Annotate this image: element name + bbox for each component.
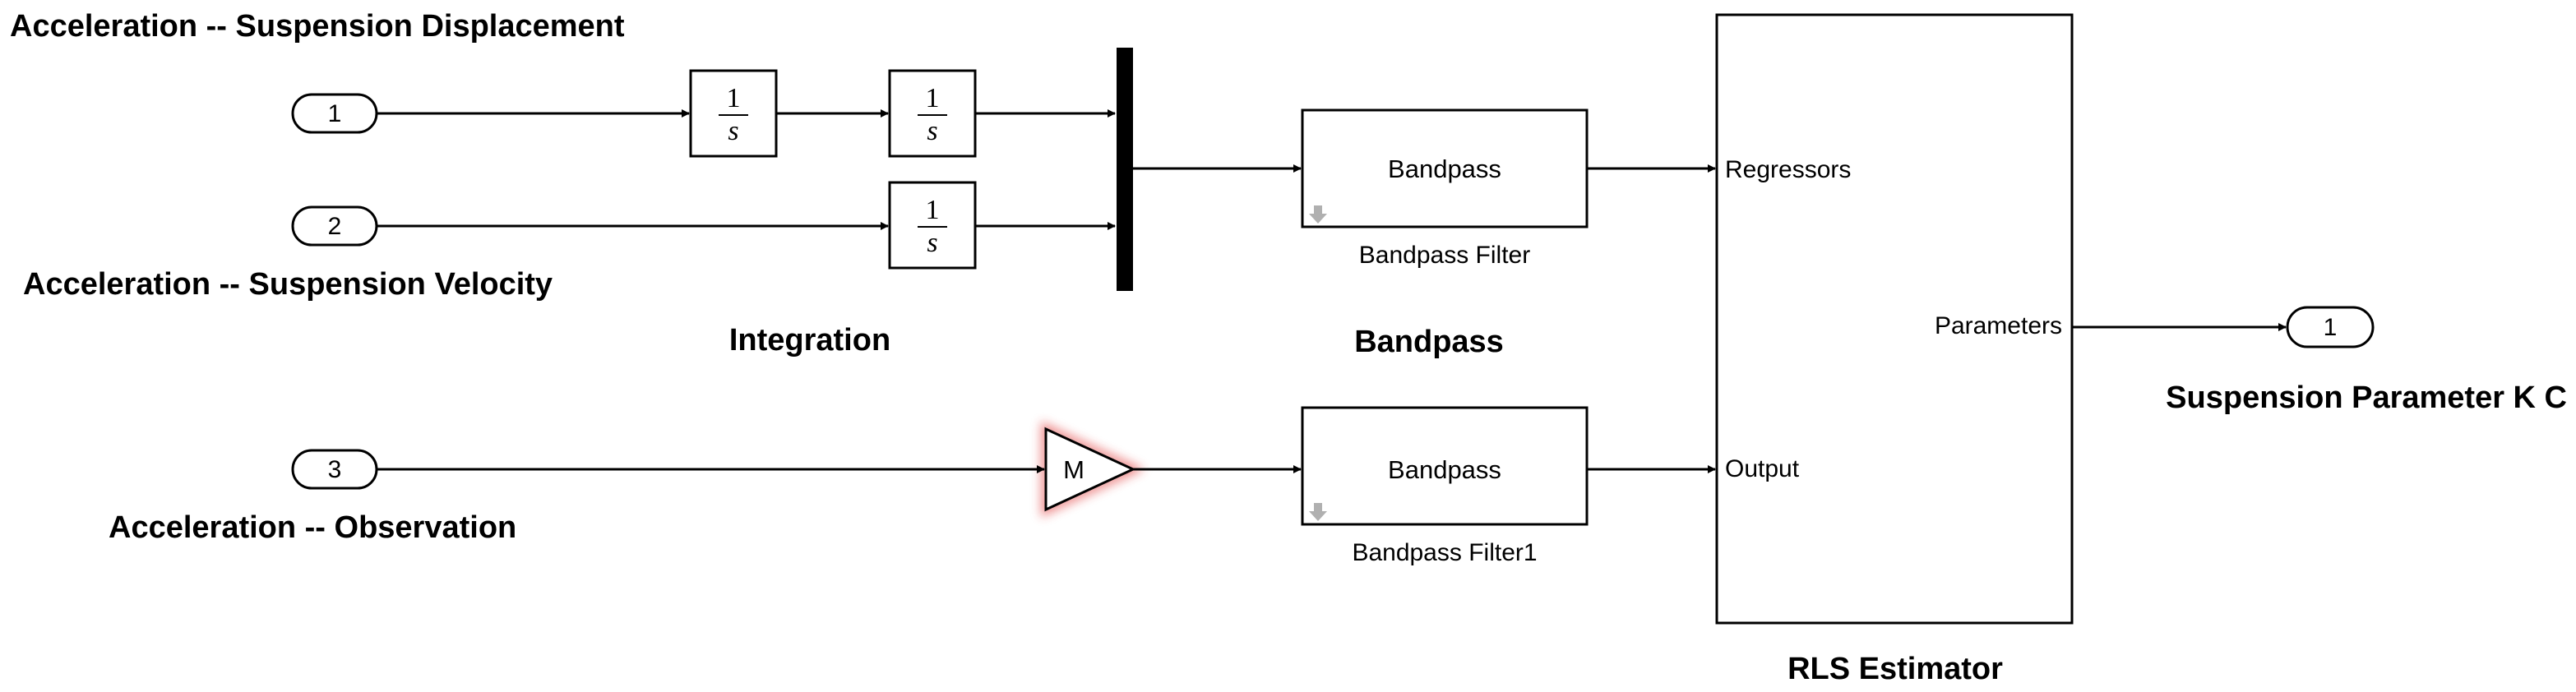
gain-block-m[interactable]: M <box>1041 421 1145 518</box>
bandpass-filter-bottom-text: Bandpass <box>1388 455 1501 484</box>
input3-label: Acceleration -- Observation <box>109 510 516 545</box>
bandpass-filter-bottom[interactable]: Bandpass <box>1301 406 1589 526</box>
input2-label: Acceleration -- Suspension Velocity <box>23 267 553 302</box>
integrator-1-denominator: s <box>728 116 738 146</box>
rls-estimator-block[interactable]: Regressors Output Parameters <box>1715 13 2074 625</box>
gain-label: M <box>1063 455 1085 484</box>
inport-2[interactable]: 2 <box>291 205 378 247</box>
input1-label: Acceleration -- Suspension Displacement <box>10 9 625 44</box>
outport-1[interactable]: 1 <box>2286 306 2375 348</box>
bandpass-label: Bandpass <box>1354 325 1504 359</box>
bandpass-filter-bottom-name: Bandpass Filter1 <box>1352 539 1537 566</box>
bandpass-filter-top-name: Bandpass Filter <box>1359 242 1530 269</box>
integrator-3-denominator: s <box>927 228 937 258</box>
rls-port-regressors: Regressors <box>1725 156 1851 183</box>
inport-2-number: 2 <box>328 213 342 240</box>
inport-3[interactable]: 3 <box>291 449 378 490</box>
rls-port-parameters: Parameters <box>1935 312 2062 339</box>
output-label: Suspension Parameter K C <box>2166 381 2567 415</box>
bandpass-filter-top-text: Bandpass <box>1388 155 1501 183</box>
integrator-1[interactable]: 1 s <box>689 69 778 158</box>
download-arrow-icon <box>1309 503 1327 521</box>
integrator-2-numerator: 1 <box>926 83 940 113</box>
rls-port-output: Output <box>1725 455 1800 482</box>
outport-1-number: 1 <box>2324 314 2338 341</box>
integrator-2-denominator: s <box>927 116 937 146</box>
inport-3-number: 3 <box>328 456 342 483</box>
integration-label: Integration <box>729 323 890 358</box>
inport-1[interactable]: 1 <box>291 93 378 134</box>
download-arrow-icon <box>1309 205 1327 224</box>
integrator-3-numerator: 1 <box>926 195 940 225</box>
rls-estimator-label: RLS Estimator <box>1787 652 2003 686</box>
integrator-1-numerator: 1 <box>727 83 741 113</box>
integrator-3[interactable]: 1 s <box>888 181 977 270</box>
bandpass-filter-top[interactable]: Bandpass <box>1301 108 1589 228</box>
mux-block[interactable] <box>1117 48 1133 291</box>
integrator-2[interactable]: 1 s <box>888 69 977 158</box>
inport-1-number: 1 <box>328 100 342 127</box>
